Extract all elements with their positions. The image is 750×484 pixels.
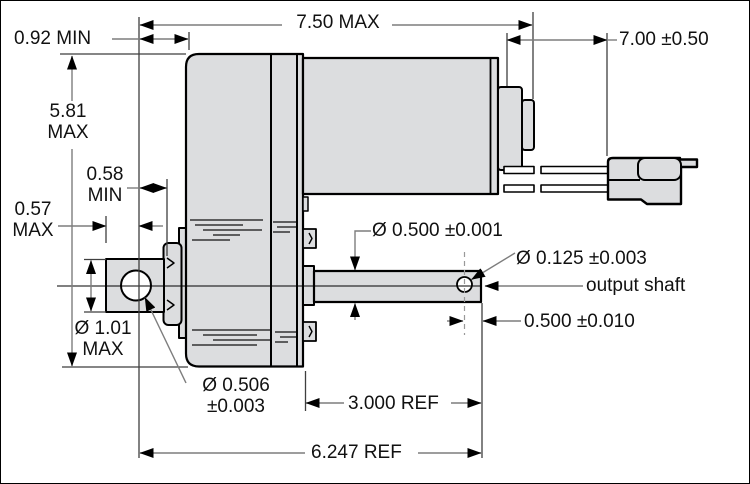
dim-5-81-max: 5.81 MAX (47, 101, 89, 143)
dim-0-58-min: 0.58 MIN (86, 164, 124, 206)
dim-dia-0-506: Ø 0.506 ±0.003 (202, 375, 270, 417)
dimension-lines (58, 20, 617, 458)
lead-wires (503, 165, 611, 193)
dim-overall-7-50-max: 7.50 MAX (296, 12, 380, 33)
motor-end-cap (497, 86, 535, 171)
dim-0-500-length: 0.500 ±0.010 (524, 311, 635, 332)
dim-6-247-ref: 6.247 REF (311, 442, 402, 463)
label-output-shaft: output shaft (586, 275, 686, 296)
bolt-bottom (302, 321, 317, 342)
hex-nut (162, 242, 183, 326)
dim-3-000-ref: 3.000 REF (348, 393, 439, 414)
gearbox-housing (184, 52, 305, 368)
bolt-top (302, 228, 317, 249)
hatch-marks (190, 219, 296, 346)
dim-dia-0-125: Ø 0.125 ±0.003 (516, 248, 647, 269)
dim-0-92-min: 0.92 MIN (14, 28, 92, 49)
dim-0-57-max: 0.57 MAX (12, 199, 54, 241)
dim-dia-0-500: Ø 0.500 ±0.001 (372, 220, 503, 241)
flange-step (302, 196, 309, 212)
dim-dia-1-01-max: Ø 1.01 MAX (74, 318, 132, 360)
motor-body (301, 56, 500, 196)
connector-plug (606, 156, 699, 206)
dim-wire-7-00: 7.00 ±0.50 (619, 29, 709, 50)
